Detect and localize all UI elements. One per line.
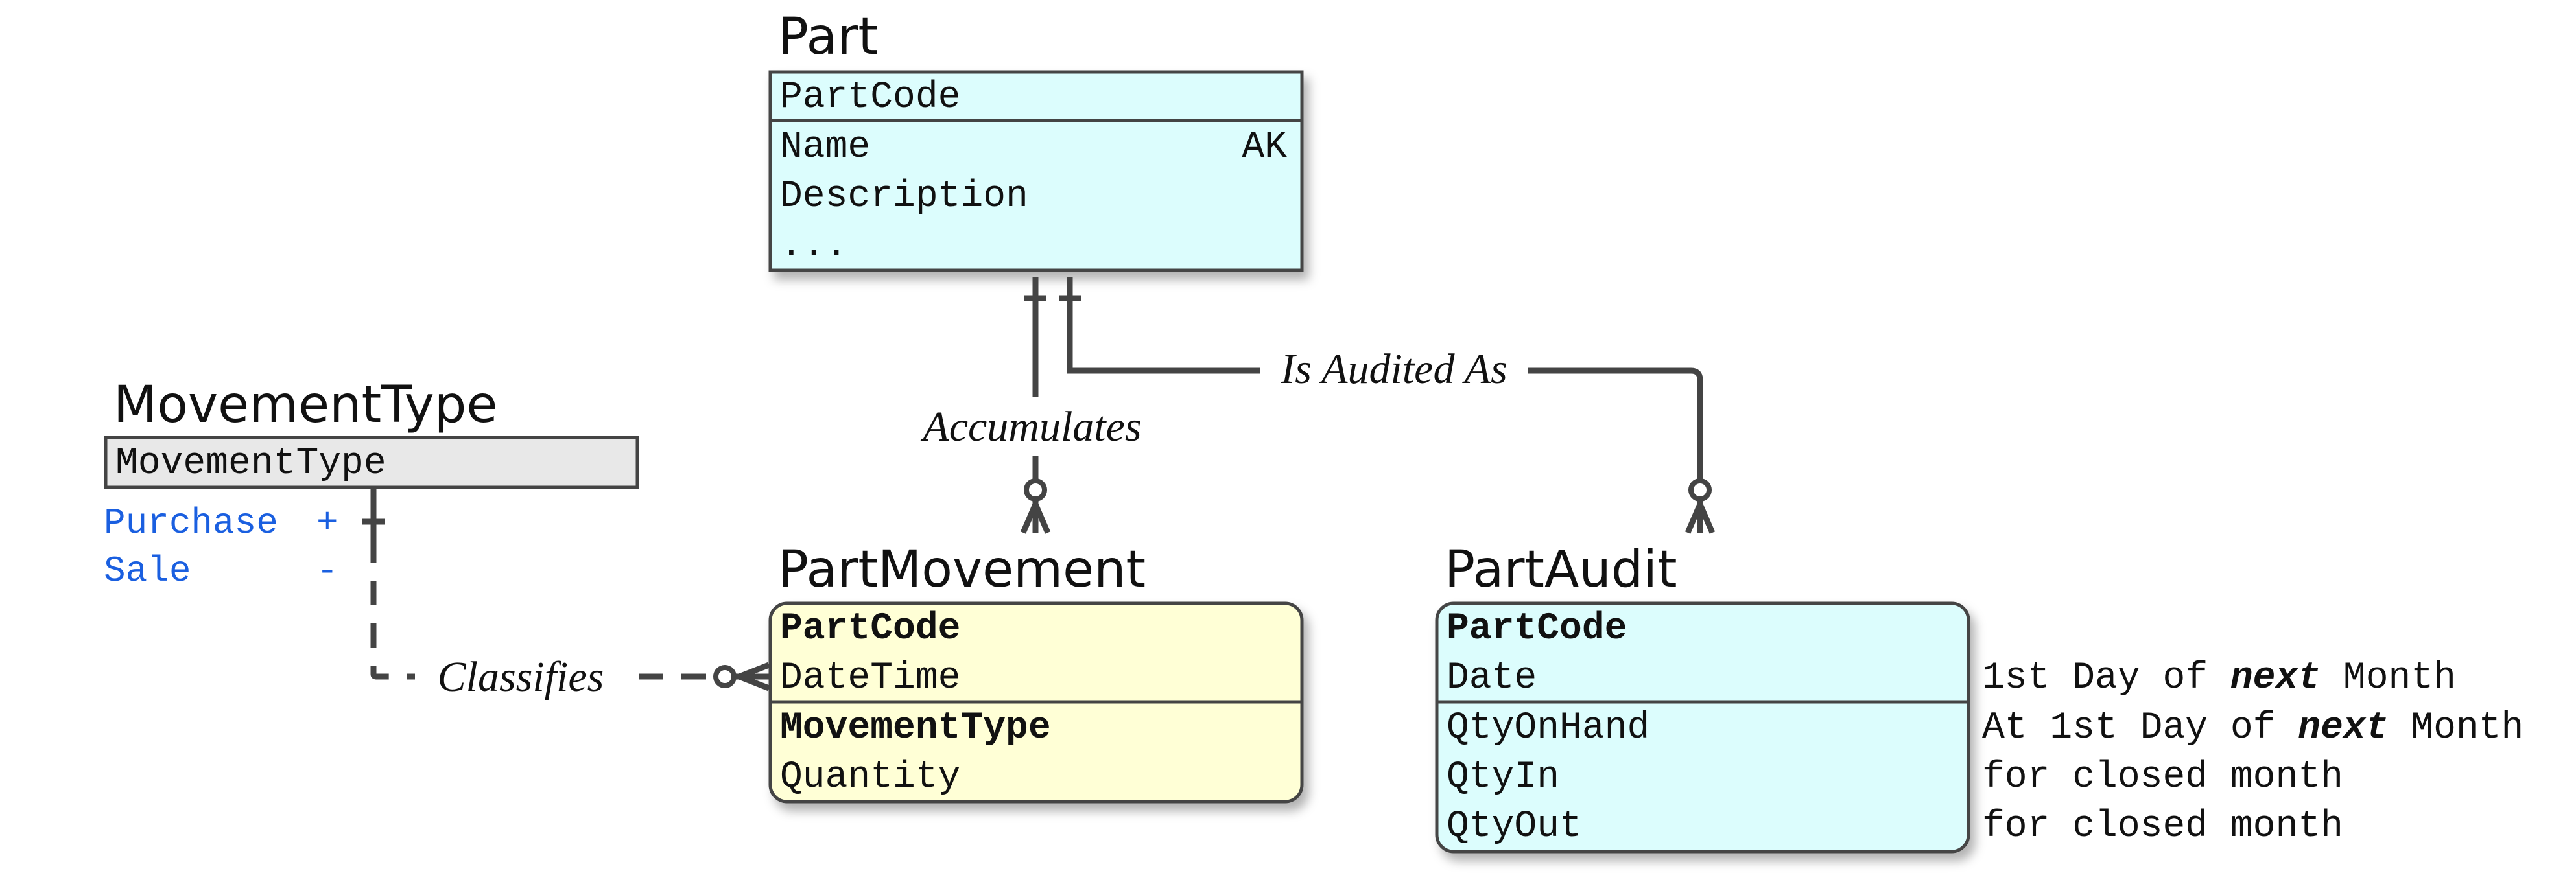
relationship-classifies[interactable]: Classifies <box>362 489 770 701</box>
primary-key-attribute: MovementType <box>115 443 386 485</box>
note-qty-in: for closed month <box>1982 756 2343 798</box>
relationship-label: Classifies <box>438 653 604 701</box>
zero-circle-marker <box>1024 478 1047 502</box>
relationship-line-dashed <box>370 538 415 680</box>
zero-circle-marker <box>713 665 737 688</box>
entity-movement-type[interactable]: MovementType MovementType Purchase + Sal… <box>104 376 639 592</box>
entity-part-audit[interactable]: PartAudit PartCode Date QtyOnHand QtyIn … <box>1435 540 1970 854</box>
entity-title: MovementType <box>113 376 497 434</box>
attribute-quantity: Quantity <box>780 756 960 798</box>
entity-part-movement[interactable]: PartMovement PartCode DateTime MovementT… <box>768 540 1304 804</box>
attribute-ellipsis: ... <box>780 225 847 267</box>
enum-value: Purchase <box>104 502 278 544</box>
primary-key-attribute: PartCode <box>1447 608 1627 650</box>
attribute-qty-in: QtyIn <box>1447 756 1559 798</box>
entity-title: Part <box>778 8 878 66</box>
relationship-label: Accumulates <box>920 403 1141 450</box>
entity-title: PartMovement <box>778 540 1146 599</box>
foreign-key-attribute: MovementType <box>780 707 1051 749</box>
attribute-description: Description <box>780 176 1028 218</box>
relationship-accumulates[interactable]: Accumulates <box>920 277 1142 534</box>
attribute-qty-out: QtyOut <box>1447 806 1582 848</box>
note-qty-out: for closed month <box>1982 806 2343 848</box>
entity-box <box>104 436 639 489</box>
primary-key-attribute: PartCode <box>780 76 960 119</box>
entity-title: PartAudit <box>1445 540 1677 599</box>
entity-box <box>1435 601 1970 854</box>
entity-part[interactable]: Part PartCode Name AK Description ... <box>768 8 1304 272</box>
attribute-name: Name <box>780 126 870 169</box>
alternate-key-marker: AK <box>1242 126 1287 169</box>
primary-key-attribute: Date <box>1447 657 1537 699</box>
crows-foot-marker <box>734 662 770 692</box>
relationship-line <box>1067 277 1260 374</box>
crows-foot-marker <box>1684 499 1716 534</box>
enum-sign: - <box>316 550 338 592</box>
primary-key-attribute: DateTime <box>780 657 960 699</box>
enum-sign: + <box>316 502 338 544</box>
primary-key-attribute: PartCode <box>780 608 960 650</box>
crows-foot-marker <box>1020 499 1051 534</box>
part-audit-notes: 1st Day of next Month At 1st Day of next… <box>1982 657 2523 848</box>
enum-value: Sale <box>104 550 191 592</box>
zero-circle-marker <box>1688 478 1712 502</box>
relationship-is-audited-as[interactable]: Is Audited As <box>1059 277 1716 534</box>
attribute-qty-on-hand: QtyOnHand <box>1447 707 1649 749</box>
relationship-label: Is Audited As <box>1280 345 1507 393</box>
note-date: 1st Day of next Month <box>1982 657 2456 699</box>
relationship-line <box>1528 367 1703 480</box>
entity-box <box>768 70 1304 272</box>
note-qty-on-hand: At 1st Day of next Month <box>1982 707 2523 749</box>
